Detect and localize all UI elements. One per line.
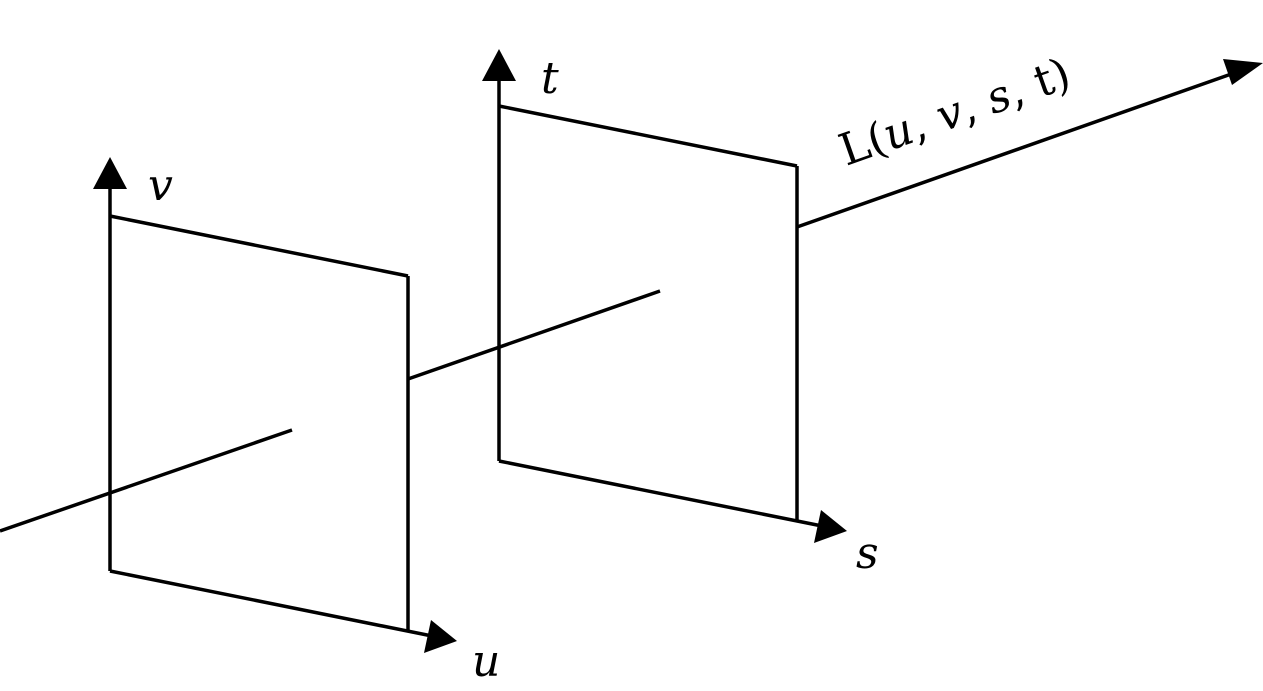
ray-segment-entry — [0, 428, 293, 533]
ray-segment-middle — [407, 289, 661, 381]
st-plane — [482, 49, 847, 543]
t-axis-label: t — [541, 53, 559, 104]
s-axis-line — [498, 459, 823, 528]
v-axis-arrowhead — [93, 157, 127, 189]
ray-label: L(u,v,s,t) — [833, 48, 1077, 176]
svg-text:L(u,v,s,t): L(u,v,s,t) — [833, 48, 1077, 176]
u-axis-arrowhead — [424, 620, 457, 653]
uv-plane-top-edge — [109, 214, 409, 278]
ray-segment-exit — [796, 70, 1238, 229]
v-axis-label: v — [148, 160, 173, 211]
s-axis-arrowhead — [814, 510, 847, 543]
s-axis-label: s — [856, 528, 879, 579]
ray-arrowhead — [1223, 59, 1263, 85]
u-axis-label: u — [472, 636, 500, 687]
u-axis-line — [109, 569, 433, 638]
uv-plane — [93, 157, 457, 653]
st-plane-top-edge — [498, 104, 798, 168]
t-axis-arrowhead — [482, 49, 516, 81]
